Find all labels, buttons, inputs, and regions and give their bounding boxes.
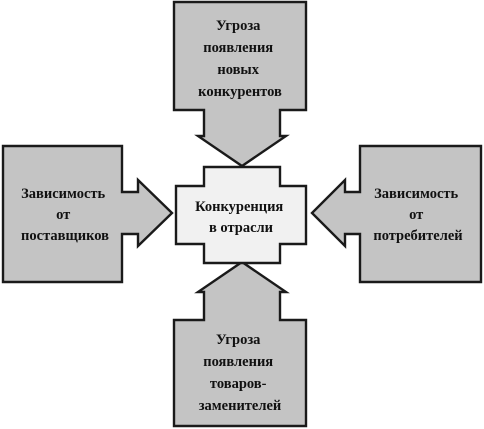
label-line: поставщиков [21,228,109,244]
label-line: в отрасли [209,220,273,236]
label-line: конкурентов [198,84,282,100]
label-line: новых [217,62,259,78]
threat-new-entrants-label: Угроза появления новых конкурентов [198,18,282,100]
label-line: Угроза [216,332,261,348]
industry-competition-shape [174,165,308,265]
label-line: потребителей [373,228,462,244]
industry-competition-block: Конкуренция в отрасли [174,165,308,265]
label-line: заменителей [199,398,282,414]
threat-substitutes-arrow [172,260,308,428]
label-line: появления [203,354,273,370]
label-line: от [409,207,423,223]
buyer-dependence-block: Зависимость от потребителей [310,144,483,284]
industry-competition-label: Конкуренция в отрасли [195,199,287,236]
label-line: Угроза [216,18,261,34]
label-line: товаров- [210,376,267,392]
label-line: Зависимость [374,186,458,202]
threat-new-entrants-block: Угроза появления новых конкурентов [172,0,308,168]
buyer-dependence-arrow [310,144,483,284]
threat-substitutes-block: Угроза появления товаров- заменителей [172,260,308,428]
label-line: Зависимость [21,186,105,202]
label-line: Конкуренция [195,199,283,215]
supplier-dependence-label: Зависимость от поставщиков [21,186,109,244]
threat-new-entrants-arrow [172,0,308,168]
buyer-dependence-label: Зависимость от потребителей [373,186,462,244]
threat-substitutes-label: Угроза появления товаров- заменителей [199,332,282,414]
label-line: от [56,207,70,223]
supplier-dependence-block: Зависимость от поставщиков [1,144,174,284]
supplier-dependence-arrow [1,144,174,284]
label-line: появления [203,40,273,56]
